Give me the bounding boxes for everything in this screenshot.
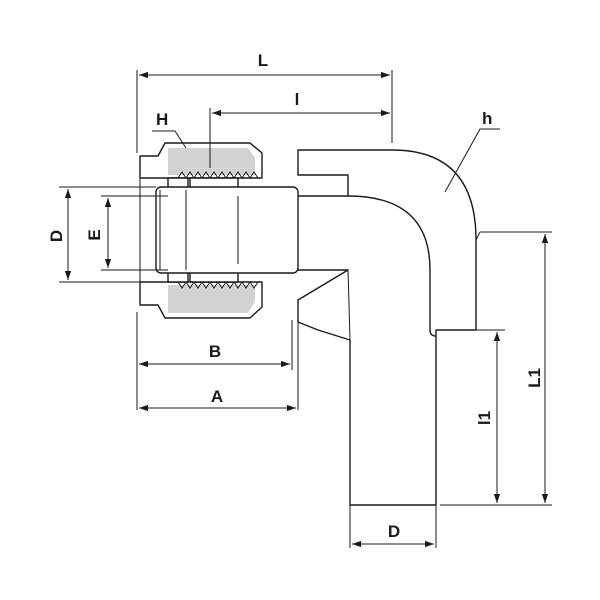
dimension-l1: l1 — [475, 332, 501, 503]
dimension-l: l — [212, 90, 390, 117]
label-h: h — [482, 109, 492, 128]
dimension-D-bottom: D — [352, 522, 434, 548]
label-A: A — [211, 387, 223, 406]
leader-h: h — [444, 109, 500, 193]
leader-H: H — [152, 110, 187, 149]
label-B: B — [209, 342, 221, 361]
label-E: E — [85, 229, 104, 240]
extension-lines — [59, 70, 552, 548]
label-D-bottom: D — [388, 522, 400, 541]
tube — [155, 186, 299, 274]
label-L1: L1 — [525, 368, 544, 388]
dimension-B: B — [139, 342, 290, 368]
label-l: l — [295, 90, 300, 109]
dimension-A: A — [139, 387, 296, 412]
elbow-body — [296, 149, 481, 506]
label-l1: l1 — [475, 411, 494, 425]
label-H: H — [156, 110, 168, 129]
union-nut — [139, 142, 263, 319]
dimension-L1: L1 — [525, 234, 549, 503]
label-L: L — [258, 51, 268, 70]
dimension-D-left: D — [47, 189, 72, 280]
dimension-L: L — [139, 51, 390, 79]
label-D-left: D — [47, 230, 66, 242]
dimension-E: E — [85, 198, 112, 268]
